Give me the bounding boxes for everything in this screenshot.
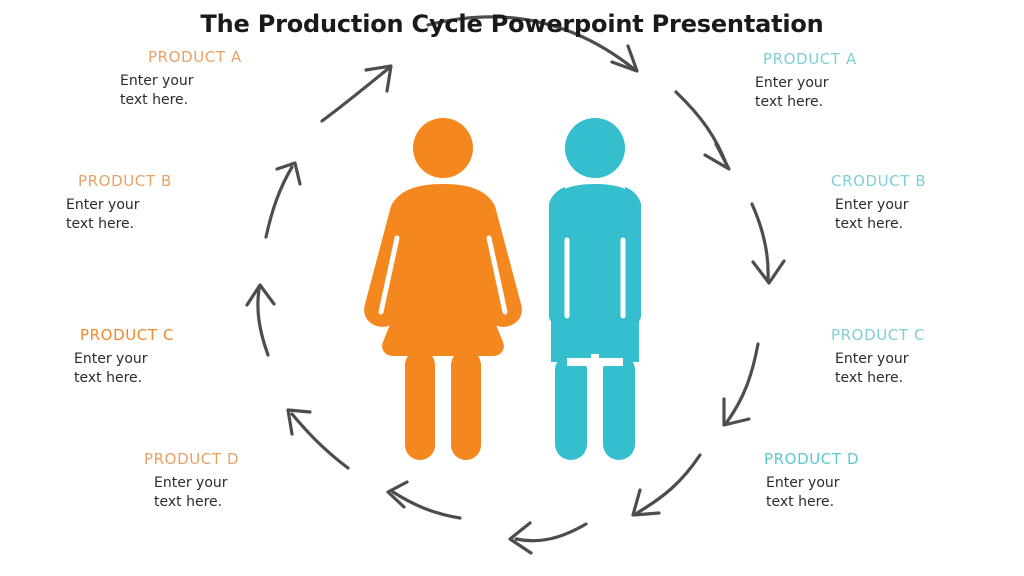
male-figure — [549, 118, 641, 460]
product-label: PRODUCT C — [831, 326, 926, 344]
product-body-text: Enter your text here. — [74, 351, 148, 386]
product-body-text: Enter your text here. — [766, 475, 840, 510]
arrow-segment-4 — [750, 202, 786, 285]
arrow-segment-11 — [264, 161, 302, 239]
callout-left-product-c[interactable]: PRODUCT C Enter your text here. — [50, 326, 260, 388]
female-figure — [364, 118, 522, 460]
product-label: PRODUCT C — [80, 326, 175, 344]
callout-right-product-a[interactable]: PRODUCT A Enter your text here. — [755, 50, 975, 112]
callout-right-product-d[interactable]: PRODUCT D Enter your text here. — [760, 450, 970, 512]
product-label: PRODUCT B — [78, 172, 172, 190]
callout-right-product-b[interactable]: CRODUCT B Enter your text here. — [825, 172, 1024, 234]
product-body-text: Enter your text here. — [154, 475, 228, 510]
product-label: PRODUCT D — [144, 450, 240, 468]
arrow-segment-1 — [320, 64, 393, 123]
arrow-segment-3 — [674, 90, 731, 171]
arrow-segment-9 — [286, 408, 350, 470]
product-label: PRODUCT A — [148, 48, 242, 66]
callout-left-product-b[interactable]: PRODUCT B Enter your text here. — [50, 172, 260, 234]
arrow-segment-10 — [245, 283, 276, 357]
product-label: PRODUCT A — [763, 50, 857, 68]
product-body-text: Enter your text here. — [835, 351, 909, 386]
product-body-text: Enter your text here. — [66, 197, 140, 232]
arrow-segment-2 — [426, 15, 639, 73]
product-label: CRODUCT B — [831, 172, 927, 190]
product-body-text: Enter your text here. — [755, 75, 829, 110]
arrow-segment-6 — [631, 453, 702, 517]
central-figures-pictogram — [364, 118, 641, 460]
arrow-segment-5 — [722, 342, 760, 427]
callout-right-product-c[interactable]: PRODUCT C Enter your text here. — [825, 326, 1024, 388]
product-label: PRODUCT D — [764, 450, 860, 468]
product-body-text: Enter your text here. — [835, 197, 909, 232]
product-body-text: Enter your text here. — [120, 73, 194, 108]
arrow-segment-7 — [508, 521, 588, 555]
callout-left-product-d[interactable]: PRODUCT D Enter your text here. — [110, 450, 320, 512]
page-title: The Production Cycle Powerpoint Presenta… — [200, 10, 824, 38]
callout-left-product-a[interactable]: PRODUCT A Enter your text here. — [80, 48, 290, 110]
arrow-segment-8 — [386, 480, 462, 520]
